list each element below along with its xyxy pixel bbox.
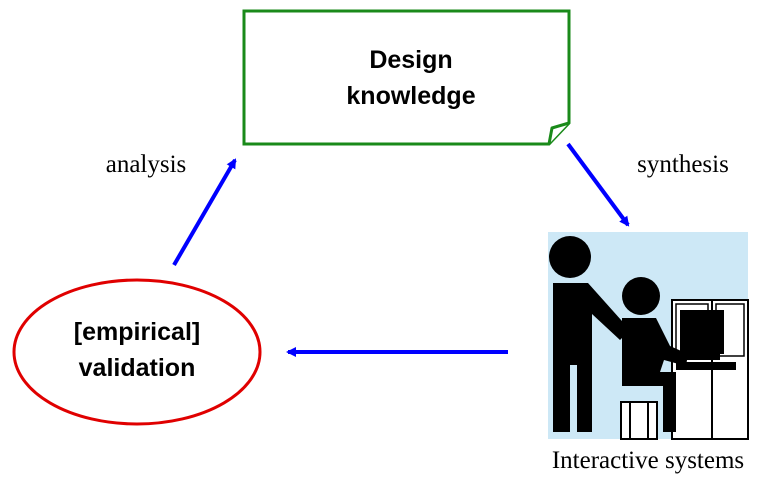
people-at-computer-icon <box>548 232 749 440</box>
synthesis-arrow <box>566 142 630 227</box>
analysis-arrow <box>172 158 237 267</box>
interactive-systems-node: Interactive systems <box>548 232 749 474</box>
validation-ellipse <box>12 278 262 426</box>
analysis-label: analysis <box>106 151 187 178</box>
empirical-validation-node: [empirical] validation <box>12 278 262 426</box>
interactive-systems-label: Interactive systems <box>552 447 744 474</box>
folded-corner <box>547 121 570 145</box>
design-knowledge-node: Design knowledge <box>242 9 571 146</box>
synthesis-label: synthesis <box>637 151 729 178</box>
design-knowledge-box <box>242 9 571 146</box>
design-knowledge-label-line2: knowledge <box>346 82 475 110</box>
validation-label-line2: validation <box>79 354 196 382</box>
design-knowledge-label-line1: Design <box>369 46 452 74</box>
validation-label-line1: [empirical] <box>74 318 200 346</box>
